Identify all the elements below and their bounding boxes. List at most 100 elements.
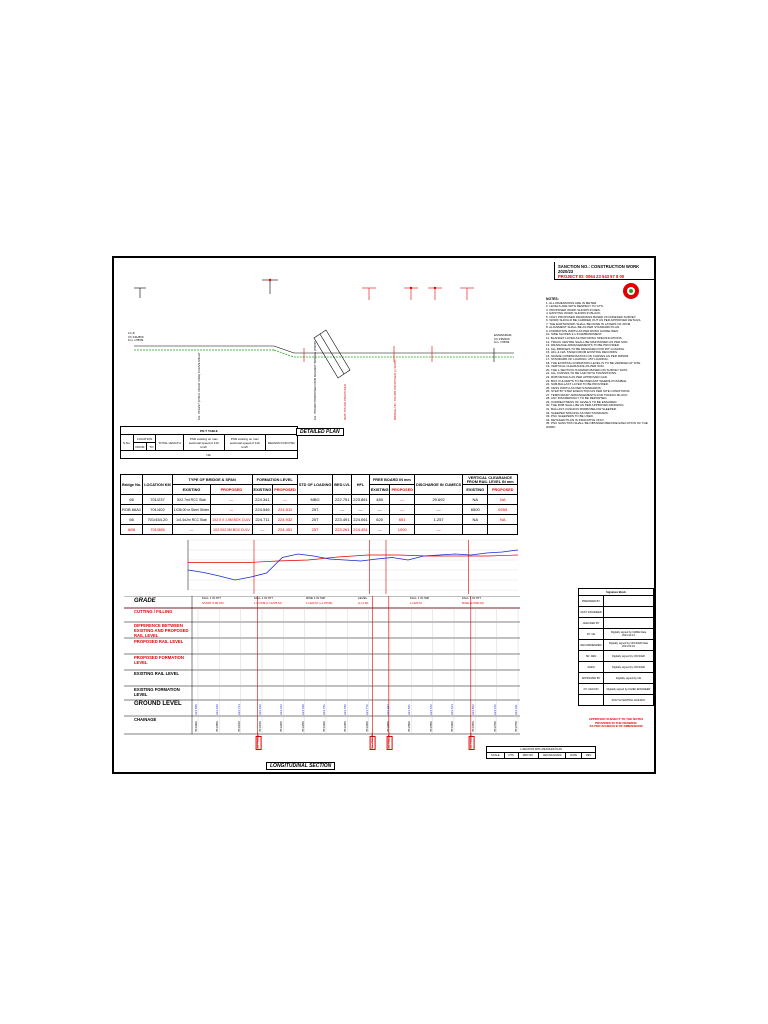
bridge-cell-fl-ex: 224.711: [251, 514, 274, 525]
bridge-cell-type-ex: 1X36.00 m Steel Girder: [171, 504, 212, 515]
notes-list: 1. ALL DIMENSIONS ARE IN METER.2. LEVELS…: [546, 301, 650, 430]
bridge-cell-fb-pr: 651: [389, 514, 415, 525]
grade-subtext: L=420 M: [410, 601, 422, 605]
bridge-cell-bed: —: [332, 504, 353, 515]
note-line: 3. PROPOSED WORK SHOWN IN RED.: [546, 307, 601, 312]
bridge-cell-dis: —: [413, 524, 464, 535]
bridge-cell-no: 66B: [119, 524, 144, 535]
bridge-cell-fl-pr: 224.511: [272, 504, 298, 515]
note-line: 34. DETAILED PLAN IS INDICATIVE ONLY.: [546, 417, 605, 422]
signature-row: CHECKED BY: [578, 617, 654, 629]
bridge-cell-type-pr: 1X2.0 X 1.5M BOX CULV: [210, 514, 253, 525]
bridge-cell-type-ex: —: [171, 524, 212, 535]
existing-profile-line: [187, 549, 519, 581]
bridge-cell-fb-ex: —: [368, 504, 391, 515]
lsection-row-label: DIFFERENCE BETWEEN EXISTING AND PROPOSED…: [134, 623, 189, 638]
ground-level-value: 223.472: [492, 704, 497, 715]
chainage-value: 701/600: [450, 721, 454, 732]
note-line: 21. ALL CURVES TO BE LAID WITH TRANSITIO…: [546, 371, 617, 376]
bridge-cell-fb-pr: —: [389, 494, 415, 505]
bridge-cell-vc-pr: NA: [487, 514, 519, 525]
ground-level-value: 223.772: [364, 704, 369, 715]
note-line: 2. LEVELS ARE WITH RESPECT TO GTS.: [546, 304, 604, 309]
bridge-cell-type-pr: —: [210, 504, 253, 515]
bridge-cell-no: 66: [119, 514, 144, 525]
ground-level-value: 223.560: [194, 704, 198, 715]
ground-level-value: 223.790: [343, 704, 348, 715]
bridge-cell-no: 66: [119, 494, 144, 505]
chainage-value: 701/100: [236, 721, 241, 732]
chainage-value: 701/500: [407, 721, 412, 732]
bridge-cell-bed: 223.261: [332, 524, 353, 535]
lsection-row-label: CHAINAGE: [134, 717, 157, 722]
bridge-cell-type-ex: 1x1.6x2m RCC Slab: [171, 514, 212, 525]
note-line: 24. SUB-BALLAST LAYER TO BE PROVIDED.: [546, 382, 609, 387]
grade-title: GRADE: [134, 598, 156, 604]
bridge-cell-dis: —: [413, 504, 464, 515]
note-line: 30. THE ROB SHALL BE AS PER APPROVED DRA…: [546, 403, 625, 408]
chainage-value: 701/450: [386, 721, 390, 732]
grade-subtext: RISE (L=500 M): [462, 601, 484, 605]
bridge-cell-fb-pr: —: [389, 504, 415, 515]
bridge-cell-hfl: 224.061: [351, 514, 370, 525]
bridge-cell-type-pr: 1X2.0X2.0M BOX CULV: [210, 524, 253, 535]
bridge-cell-vc-pr: [487, 524, 519, 535]
note-line: 19. VERTICAL CLEARANCE AS PER SOD.: [546, 364, 605, 369]
note-line: 5. ONLY PROPOSED DRAWINGS BASED ON INDEX…: [546, 314, 637, 319]
signature-row: SOUTH CENTRAL RAILWAY: [578, 694, 654, 706]
ground-level-value: 223.761: [322, 704, 326, 715]
chainage-value: 701/050: [215, 721, 220, 732]
grade-subtext: START 0.00 KM: [202, 601, 224, 605]
bridge-cell-km: 701/585: [142, 524, 173, 535]
signature-row: ASST. ENGINEER: [578, 606, 654, 618]
bridge-cell-type-pr: —: [210, 494, 253, 505]
chainage-value: 701/200: [279, 721, 284, 732]
bridge-cell-fb-ex: 480: [368, 494, 391, 505]
bridge-cell-fl-pr: 224.451: [272, 524, 298, 535]
grade-text: FALL 1 IN 500: [410, 596, 430, 600]
chainage-value: 701/150: [258, 721, 262, 732]
note-line: 18. THE EXISTING FORMATION LEVEL IS TO B…: [546, 360, 642, 365]
title-line-2: PROJECT ID: 0064 23 543 57 8 00: [558, 274, 625, 279]
chainage-value: 701/000: [194, 721, 198, 732]
note-line: 17. STANDARD OF LOADING: 25T LOADING.: [546, 357, 609, 362]
note-line: 12. TRACK CENTRE SHALL BE MAINTAINED AS …: [546, 339, 629, 344]
bridge-marker-label: CH.701/585: [468, 732, 475, 750]
note-line: 13. DRAINAGE ARRANGEMENTS TO BE PROVIDED…: [546, 343, 620, 348]
note-line: 29. CORRECTNESS OF LEVELS TO BE ENSURED.: [546, 399, 618, 404]
chainage-value: 701/300: [322, 721, 326, 732]
note-line: 11. BLANKET LAYER AS PER RDSO SPECIFICAT…: [546, 336, 623, 341]
note-line: 35. PSC SANCTION SHALL BE OBTAINED BEFOR…: [546, 421, 648, 429]
lsection-row-label: GROUND LEVEL: [134, 701, 182, 707]
lsection-row-label: PROPOSED RAIL LEVEL: [134, 639, 184, 644]
note-line: 20. THE L-SECTION IS DRAWN BASED ON SURV…: [546, 367, 629, 372]
signature-row: PREPARED BY: [578, 595, 654, 607]
bridge-cell-dis: 29.692: [413, 494, 464, 505]
chainage-value: 701/750: [514, 721, 518, 732]
chainage-value: 701/550: [428, 721, 433, 732]
ground-level-value: 223.611: [514, 704, 518, 715]
chainage-value: 701/350: [343, 721, 348, 732]
bridge-cell-km: 701/402: [142, 504, 173, 515]
chainage-value: 701/700: [492, 721, 497, 732]
ground-level-value: 223.640: [300, 704, 305, 715]
railway-seal-icon: [623, 283, 639, 299]
note-line: 4. EXISTING WORK SHOWN IN BLACK.: [546, 311, 602, 316]
bridge-cell-fl-pr: 224.932: [272, 514, 298, 525]
grade-text: FALL 1 IN 877: [202, 596, 222, 600]
bridge-cell-std: MBG: [296, 494, 334, 505]
ground-level-value: 223.612: [258, 704, 262, 715]
bridge-cell-bed: 222.751: [332, 494, 353, 505]
plan-vert-label-4: BRIDGE NO. 701/485 PROPOSED (3 SPAN): [393, 359, 397, 420]
pr-table-title: P.R.T TABLE: [120, 426, 298, 435]
grade-subtext: (L=1 M): [358, 601, 369, 605]
note-line: 10. SIDE SLOPES 2:1 IN EMBANKMENT.: [546, 332, 603, 337]
